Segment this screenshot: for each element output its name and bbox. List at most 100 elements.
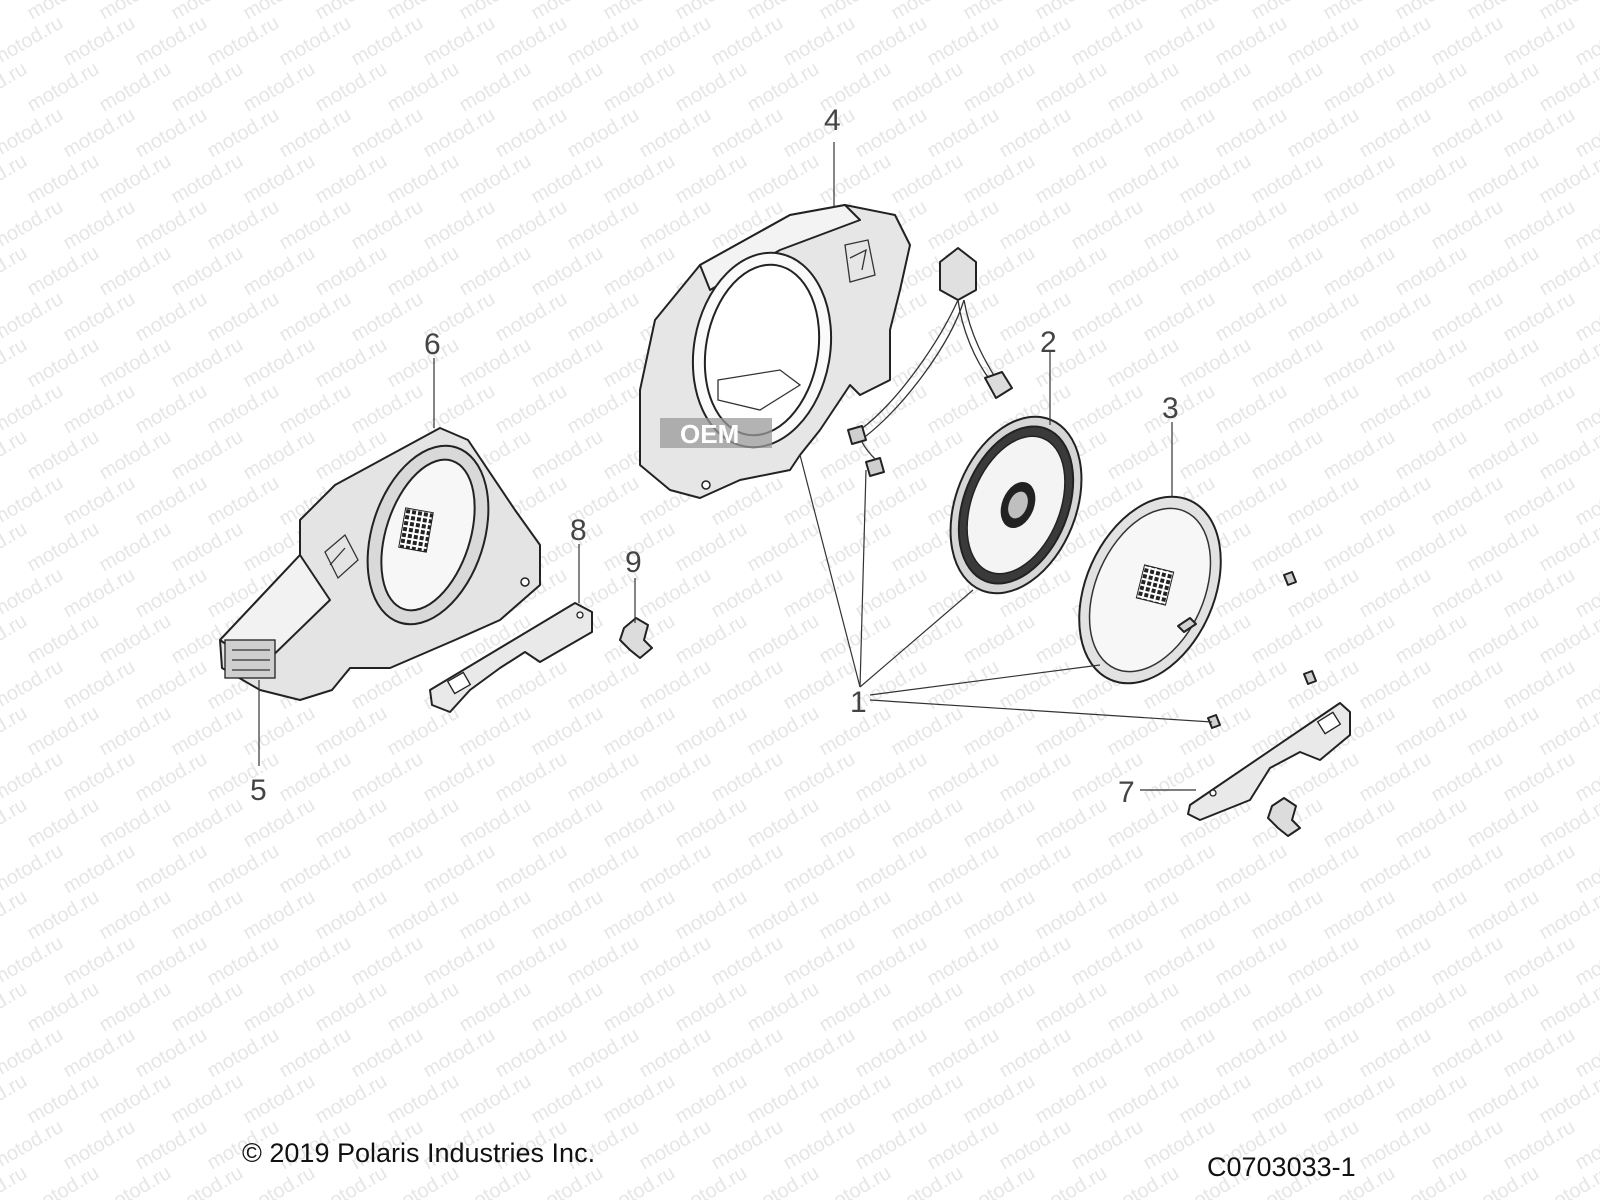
watermark-text: motod.ru: [492, 380, 571, 439]
watermark-text: motod.ru: [1392, 886, 1471, 945]
watermark-text: motod.ru: [1392, 794, 1471, 853]
watermark-text: motod.ru: [888, 426, 967, 485]
watermark-text: motod.ru: [348, 196, 427, 255]
watermark-text: motod.ru: [492, 840, 571, 899]
watermark-text: motod.ru: [960, 794, 1039, 853]
watermark-text: motod.ru: [528, 702, 607, 761]
watermark-text: motod.ru: [672, 0, 751, 24]
watermark-text: motod.ru: [1104, 886, 1183, 945]
watermark-text: motod.ru: [708, 840, 787, 899]
watermark-text: motod.ru: [420, 748, 499, 807]
watermark-text: motod.ru: [312, 1070, 391, 1129]
watermark-text: motod.ru: [528, 1070, 607, 1129]
watermark-text: motod.ru: [24, 610, 103, 669]
callouts: 4 6 2 3 8 9 1 7 5: [250, 104, 1179, 809]
watermark-text: motod.ru: [708, 932, 787, 991]
watermark-text: motod.ru: [168, 242, 247, 301]
watermark-text: motod.ru: [60, 748, 139, 807]
watermark-text: motod.ru: [0, 334, 31, 393]
watermark-text: motod.ru: [816, 886, 895, 945]
watermark-text: motod.ru: [924, 196, 1003, 255]
watermark-text: motod.ru: [312, 242, 391, 301]
watermark-text: motod.ru: [1212, 380, 1291, 439]
watermark-text: motod.ru: [1032, 0, 1111, 24]
watermark-text: motod.ru: [600, 58, 679, 117]
watermark-text: motod.ru: [1320, 610, 1399, 669]
watermark-text: motod.ru: [204, 1024, 283, 1083]
watermark-text: motod.ru: [24, 58, 103, 117]
watermark-text: motod.ru: [924, 840, 1003, 899]
watermark-text: motod.ru: [0, 242, 31, 301]
watermark-text: motod.ru: [852, 840, 931, 899]
watermark-text: motod.ru: [780, 932, 859, 991]
watermark-text: motod.ru: [924, 1024, 1003, 1083]
watermark-text: motod.ru: [0, 702, 31, 761]
watermark-text: motod.ru: [1320, 150, 1399, 209]
watermark-text: motod.ru: [168, 1162, 247, 1200]
watermark-text: motod.ru: [96, 0, 175, 24]
watermark-text: motod.ru: [312, 978, 391, 1037]
watermark-text: motod.ru: [1176, 334, 1255, 393]
watermark-text: motod.ru: [564, 196, 643, 255]
watermark-text: motod.ru: [168, 426, 247, 485]
watermark-text: motod.ru: [276, 840, 355, 899]
watermark-text: motod.ru: [600, 1162, 679, 1200]
watermark-text: motod.ru: [132, 196, 211, 255]
wing-fastener-left: [619, 617, 653, 659]
watermark-text: motod.ru: [528, 978, 607, 1037]
watermark-text: motod.ru: [0, 58, 31, 117]
watermark-text: motod.ru: [1500, 104, 1579, 163]
watermark-text: motod.ru: [1248, 58, 1327, 117]
watermark-text: motod.ru: [636, 12, 715, 71]
watermark-text: motod.ru: [1068, 288, 1147, 347]
watermark-text: motod.ru: [1392, 58, 1471, 117]
watermark-text: motod.ru: [1500, 288, 1579, 347]
watermark-text: motod.ru: [1428, 288, 1507, 347]
watermark-text: motod.ru: [1356, 472, 1435, 531]
watermark-text: motod.ru: [1320, 794, 1399, 853]
watermark-text: motod.ru: [348, 1024, 427, 1083]
watermark-text: motod.ru: [24, 242, 103, 301]
watermark-text: motod.ru: [672, 702, 751, 761]
watermark-text: motod.ru: [420, 840, 499, 899]
watermark-text: motod.ru: [348, 288, 427, 347]
watermark-text: motod.ru: [384, 58, 463, 117]
watermark-text: motod.ru: [888, 794, 967, 853]
watermark-text: motod.ru: [1500, 472, 1579, 531]
watermark-text: motod.ru: [852, 1024, 931, 1083]
watermark-text: motod.ru: [672, 978, 751, 1037]
watermark-text: motod.ru: [96, 242, 175, 301]
watermark-text: motod.ru: [420, 12, 499, 71]
watermark-text: motod.ru: [1392, 334, 1471, 393]
watermark-text: motod.ru: [240, 702, 319, 761]
watermark-text: motod.ru: [240, 150, 319, 209]
callout-9: 9: [625, 546, 642, 579]
watermark-text: motod.ru: [1248, 978, 1327, 1037]
watermark-text: motod.ru: [672, 610, 751, 669]
watermark-text: motod.ru: [744, 794, 823, 853]
watermark-text: motod.ru: [1284, 564, 1363, 623]
watermark-text: motod.ru: [1068, 932, 1147, 991]
watermark-text: motod.ru: [1212, 104, 1291, 163]
watermark-text: motod.ru: [888, 610, 967, 669]
watermark-text: motod.ru: [1104, 978, 1183, 1037]
watermark-text: motod.ru: [564, 104, 643, 163]
watermark-text: motod.ru: [636, 564, 715, 623]
watermark-text: motod.ru: [780, 1024, 859, 1083]
watermark-text: motod.ru: [1320, 242, 1399, 301]
watermark-text: motod.ru: [1320, 886, 1399, 945]
watermark-text: motod.ru: [1212, 472, 1291, 531]
watermark-text: motod.ru: [1392, 518, 1471, 577]
watermark-text: motod.ru: [1212, 1024, 1291, 1083]
watermark-text: motod.ru: [1428, 840, 1507, 899]
watermark-text: motod.ru: [132, 748, 211, 807]
watermark-text: motod.ru: [672, 1162, 751, 1200]
watermark-text: motod.ru: [996, 932, 1075, 991]
watermark-text: motod.ru: [1428, 932, 1507, 991]
watermark-text: motod.ru: [240, 1070, 319, 1129]
watermark-text: motod.ru: [1248, 886, 1327, 945]
watermark-text: motod.ru: [1212, 932, 1291, 991]
watermark-text: motod.ru: [96, 978, 175, 1037]
watermark-text: motod.ru: [996, 104, 1075, 163]
watermark-text: motod.ru: [456, 242, 535, 301]
